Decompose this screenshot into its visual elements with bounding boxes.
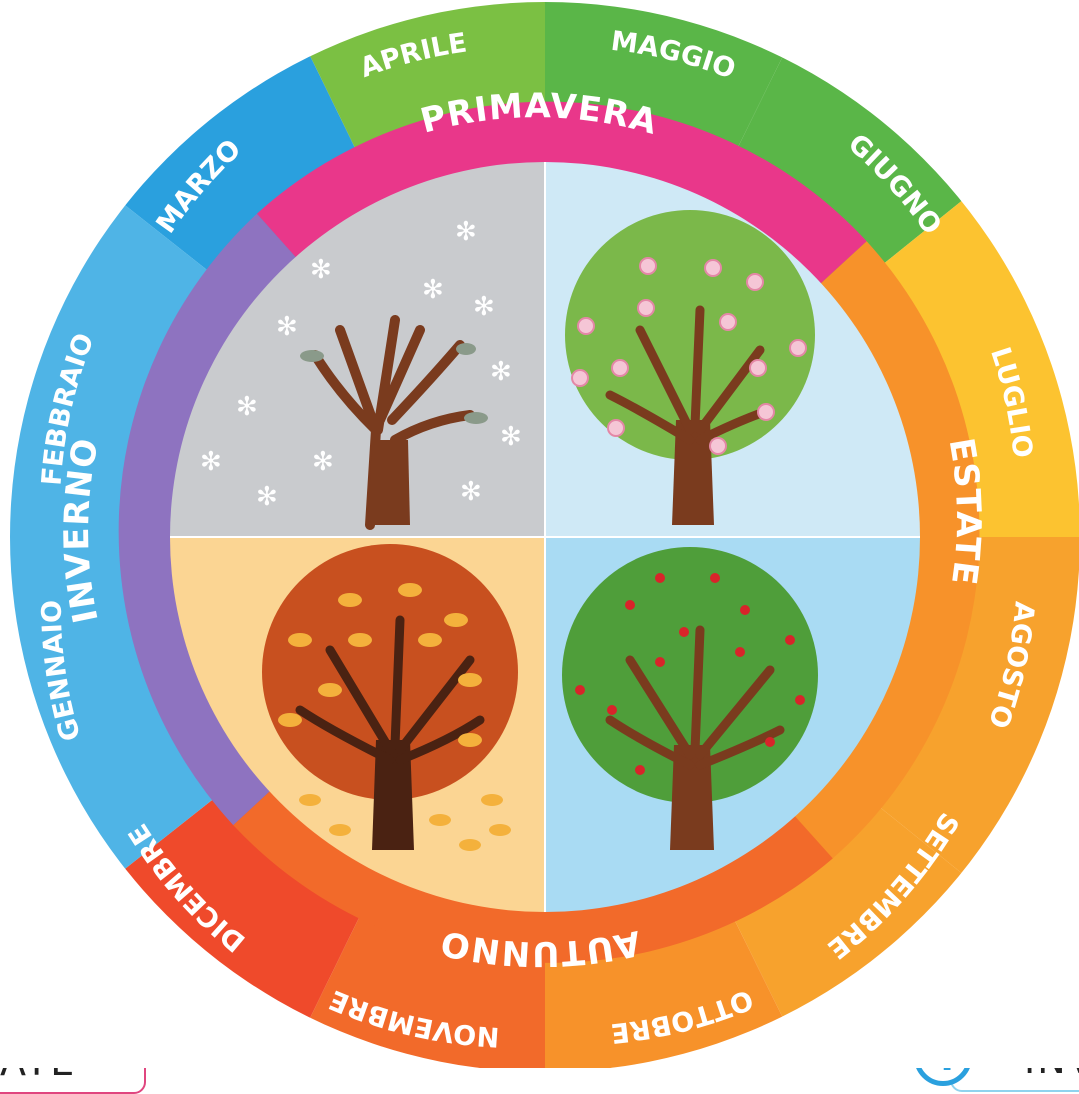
snowflake-icons: ✻ ✻ ✻ ✻ ✻ ✻ ✻ ✻ ✻ ✻ ✻ ✻: [200, 217, 522, 512]
leaf-icons: [278, 583, 511, 851]
svg-text:✻: ✻: [460, 477, 482, 507]
svg-text:✻: ✻: [455, 217, 477, 247]
svg-text:✻: ✻: [236, 392, 258, 422]
spring-tree-illustration: [565, 210, 815, 525]
cherry-icons: [575, 573, 805, 775]
svg-text:✻: ✻: [490, 357, 512, 387]
svg-text:✻: ✻: [256, 482, 278, 512]
blossom-icons: [571, 257, 807, 455]
seasons-wheel: ✻ ✻ ✻ ✻ ✻ ✻ ✻ ✻ ✻ ✻ ✻ ✻: [0, 0, 1079, 1068]
svg-text:✻: ✻: [422, 275, 444, 305]
svg-text:✻: ✻: [473, 292, 495, 322]
summer-tree-illustration: [562, 547, 818, 850]
svg-text:✻: ✻: [310, 255, 332, 285]
autumn-tree-illustration: [262, 544, 518, 851]
svg-text:✻: ✻: [312, 447, 334, 477]
svg-text:✻: ✻: [500, 422, 522, 452]
winter-tree-illustration: ✻ ✻ ✻ ✻ ✻ ✻ ✻ ✻ ✻ ✻ ✻ ✻: [200, 217, 522, 530]
svg-text:✻: ✻: [200, 447, 222, 477]
svg-text:✻: ✻: [276, 312, 298, 342]
